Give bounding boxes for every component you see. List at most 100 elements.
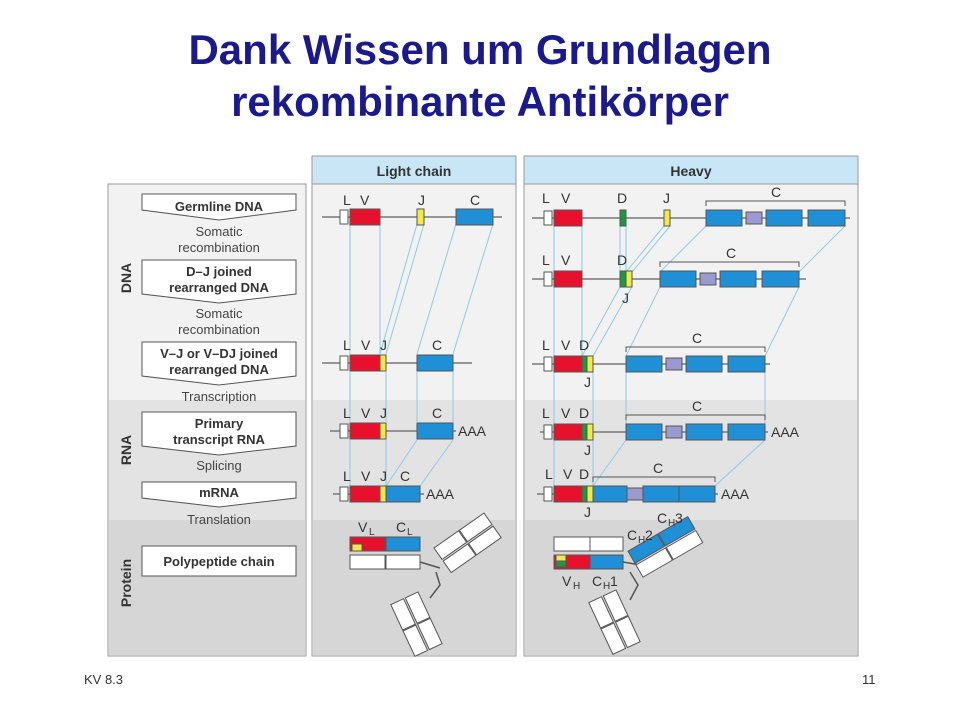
title-line-2: rekombinante Antikörper (231, 78, 729, 125)
step-dj-joined: D–J joined rearranged DNA (141, 259, 297, 304)
footer-slide-code: KV 8.3 (84, 672, 124, 687)
step-polypeptide-chain: Polypeptide chain (141, 545, 297, 577)
svg-text:J: J (584, 442, 591, 458)
svg-text:rearranged DNA: rearranged DNA (169, 362, 269, 377)
heavy-poly-a-tail-2: AAA (721, 486, 750, 502)
svg-text:3: 3 (675, 510, 683, 526)
heavy-mrna: L V D J C AAA (537, 460, 750, 520)
light-c-segment (455, 208, 494, 226)
svg-text:Germline DNA: Germline DNA (175, 199, 264, 214)
svg-text:C: C (400, 468, 410, 484)
svg-text:L: L (343, 468, 351, 484)
heavy-dj-rearranged-dna: L V D J C (532, 245, 806, 306)
light-poly-a-tail-2: AAA (426, 486, 455, 502)
svg-text:H: H (573, 581, 580, 592)
light-poly-a-tail-1: AAA (458, 423, 487, 439)
svg-text:C: C (653, 460, 663, 476)
svg-text:L: L (542, 337, 550, 353)
svg-text:J: J (380, 405, 387, 421)
svg-text:mRNA: mRNA (199, 485, 239, 500)
light-mrna: L V J C AAA (333, 468, 455, 503)
protein-band-left (109, 520, 305, 655)
svg-text:V: V (361, 337, 371, 353)
light-label-v: V (360, 192, 370, 208)
svg-text:V: V (561, 252, 571, 268)
svg-text:J: J (380, 468, 387, 484)
svg-text:L: L (542, 190, 550, 206)
svg-text:V: V (361, 468, 371, 484)
svg-text:C: C (657, 510, 667, 526)
svg-text:V: V (561, 405, 571, 421)
svg-text:H: H (638, 535, 645, 546)
step-translation: Translation (187, 512, 251, 527)
svg-text:C: C (627, 527, 637, 543)
svg-text:D: D (617, 190, 627, 206)
svg-text:J: J (380, 337, 387, 353)
svg-text:D: D (579, 405, 589, 421)
svg-text:2: 2 (645, 527, 653, 543)
svg-text:D–J joined: D–J joined (186, 264, 252, 279)
step-mrna: mRNA (141, 481, 297, 508)
svg-text:V: V (562, 573, 572, 589)
svg-text:C: C (692, 330, 702, 346)
section-label-dna: DNA (118, 263, 134, 293)
section-label-rna: RNA (118, 435, 134, 465)
svg-text:C: C (396, 519, 406, 535)
heavy-primary-transcript: L V D J C AAA (540, 398, 800, 458)
step-somatic-1-line-1: Somatic (196, 224, 243, 239)
heavy-d-segment (619, 209, 627, 227)
step-somatic-1-line-2: recombination (178, 240, 260, 255)
light-label-l: L (343, 192, 351, 208)
heavy-v-segment (553, 209, 583, 227)
svg-text:rearranged DNA: rearranged DNA (169, 280, 269, 295)
light-leader-segment (339, 209, 349, 225)
svg-text:D: D (617, 252, 627, 268)
title-line-1: Dank Wissen um Grundlagen (188, 26, 772, 73)
heavy-chain-header-label: Heavy (670, 163, 711, 179)
step-splicing: Splicing (196, 458, 242, 473)
light-chain-protein: V L C L (349, 512, 502, 658)
svg-text:L: L (542, 405, 550, 421)
svg-text:V: V (561, 337, 571, 353)
step-germline-dna: Germline DNA (141, 193, 297, 221)
section-label-protein: Protein (118, 559, 134, 607)
svg-text:Primary: Primary (195, 416, 244, 431)
light-germline-dna: L V J C (322, 192, 502, 226)
svg-text:D: D (579, 337, 589, 353)
svg-text:V: V (358, 519, 368, 535)
heavy-connector-lines (553, 225, 846, 487)
svg-text:V: V (361, 405, 371, 421)
svg-text:J: J (584, 504, 591, 520)
heavy-chain-header (523, 155, 859, 185)
step-somatic-2-line-2: recombination (178, 322, 260, 337)
heavy-j-segment (663, 209, 671, 227)
light-chain-header (311, 155, 517, 185)
svg-text:V: V (563, 466, 573, 482)
svg-text:H: H (603, 581, 610, 592)
heavy-germline-dna: L V D J C (532, 184, 850, 227)
svg-text:1: 1 (610, 573, 618, 589)
light-chain-header-label: Light chain (377, 163, 452, 179)
svg-text:J: J (663, 190, 670, 206)
svg-text:J: J (584, 374, 591, 390)
page-title: Dank Wissen um Grundlagen rekombinante A… (0, 24, 960, 128)
svg-text:D: D (579, 466, 589, 482)
svg-text:J: J (622, 290, 629, 306)
svg-text:C: C (432, 337, 442, 353)
heavy-poly-a-tail-1: AAA (771, 424, 800, 440)
svg-text:L: L (369, 527, 375, 538)
light-v-segment (349, 208, 381, 226)
light-primary-transcript: L V J C AAA (330, 405, 487, 440)
svg-text:C: C (726, 245, 736, 261)
step-primary-transcript: Primary transcript RNA (141, 411, 297, 456)
svg-text:L: L (407, 527, 413, 538)
svg-text:L: L (545, 466, 553, 482)
svg-text:L: L (343, 337, 351, 353)
svg-text:C: C (771, 184, 781, 200)
svg-text:C: C (592, 573, 602, 589)
svg-text:L: L (542, 252, 550, 268)
svg-text:C: C (692, 398, 702, 414)
heavy-chain-protein: V H C H 1 C H 2 C H 3 (553, 510, 704, 656)
light-vj-rearranged-dna: L V J C (322, 337, 472, 372)
